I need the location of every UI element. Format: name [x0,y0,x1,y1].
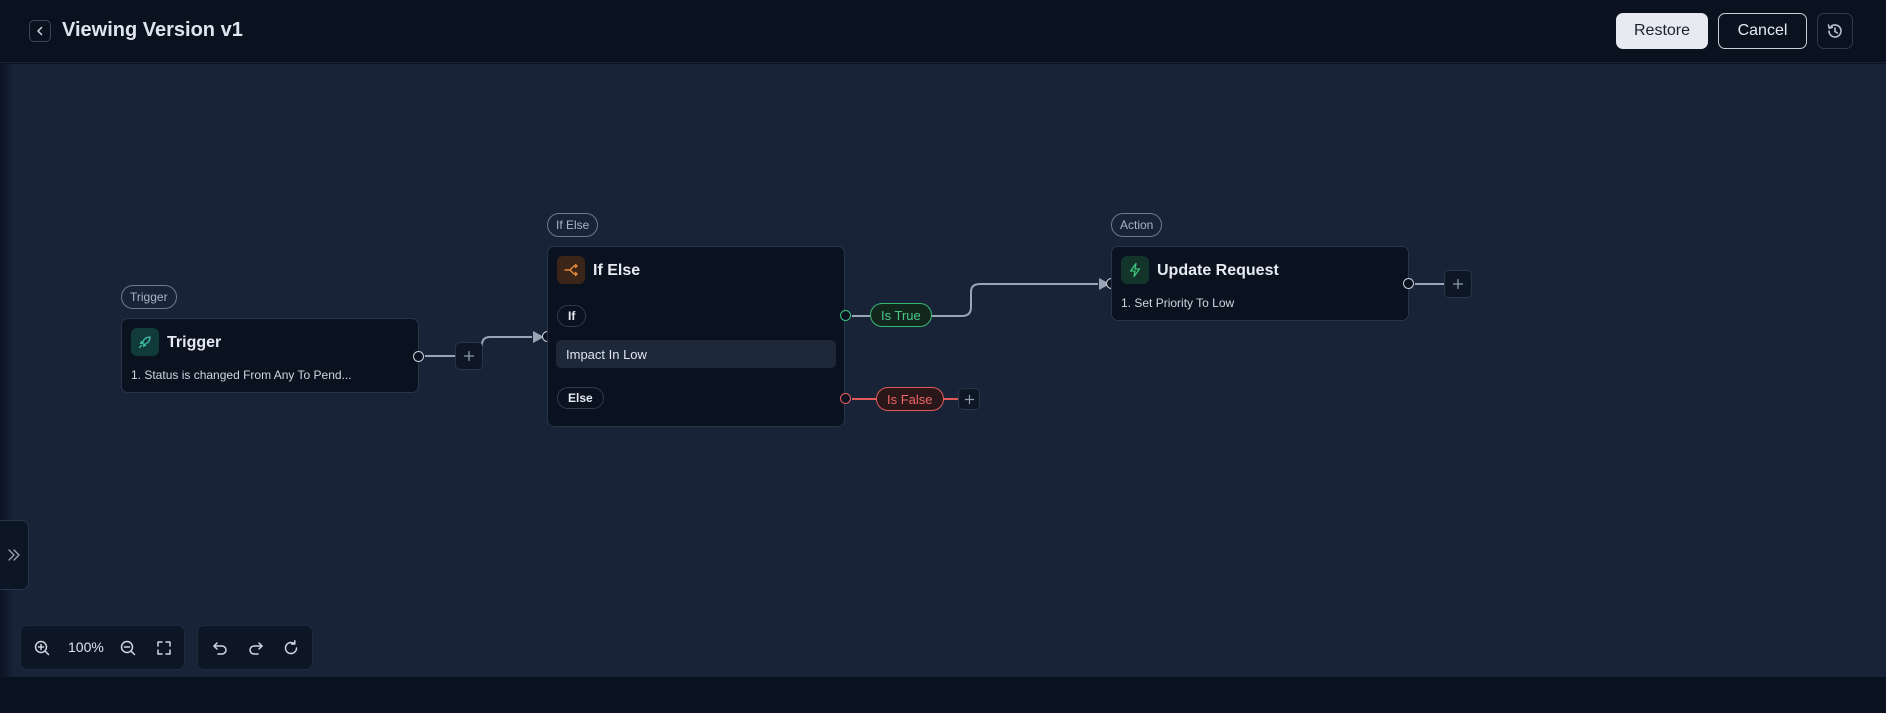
cancel-button[interactable]: Cancel [1718,13,1807,49]
bottom-bar [0,677,1886,713]
zoom-out-button[interactable] [117,637,139,659]
reset-icon [284,640,298,655]
zoom-toolbar: 100% [20,625,185,670]
if-else-node-icon [557,256,585,284]
action-node-icon [1121,256,1149,284]
add-after-action-button[interactable] [1444,270,1472,298]
zoom-in-icon [34,640,50,656]
trigger-type-label: Trigger [121,285,177,309]
if-false-output-handle[interactable] [840,393,851,404]
lightning-icon [1129,262,1141,278]
version-history-button[interactable] [1817,13,1853,49]
trigger-node-detail: 1. Status is changed From Any To Pend... [131,368,352,382]
if-else-node[interactable]: If Else If Else [547,246,845,427]
undo-icon [213,642,227,655]
trigger-output-handle[interactable] [413,351,424,362]
if-else-type-label: If Else [547,213,599,237]
fit-screen-icon [157,641,171,655]
plus-icon [964,394,974,404]
if-true-output-handle[interactable] [840,310,851,321]
update-request-node[interactable]: Update Request 1. Set Priority To Low [1111,246,1409,321]
add-on-false-button[interactable] [958,388,980,410]
branch-icon [564,263,578,277]
zoom-level: 100% [68,639,104,655]
is-false-branch-label: Is False [876,387,944,411]
redo-icon [249,642,263,655]
if-condition: Impact In Low [556,340,836,368]
trigger-node-title: Trigger [167,334,222,351]
trigger-node-icon [131,328,159,356]
back-button[interactable] [29,20,51,42]
undo-button[interactable] [209,637,231,659]
history-toolbar [197,625,313,670]
fit-screen-button[interactable] [153,637,175,659]
else-label-pill: Else [557,387,604,409]
zoom-out-icon [120,640,136,656]
zoom-in-button[interactable] [31,637,53,659]
action-type-label: Action [1111,213,1163,237]
plus-icon [463,350,475,362]
add-after-trigger-button[interactable] [455,342,483,370]
if-label-pill: If [557,305,587,327]
redo-button[interactable] [245,637,267,659]
double-chevron-right-icon [8,549,20,561]
history-icon [1827,24,1842,38]
top-header: Viewing Version v1 Restore Cancel [0,0,1886,63]
action-node-title: Update Request [1157,262,1279,279]
action-node-detail: 1. Set Priority To Low [1121,296,1235,310]
trigger-node[interactable]: Trigger 1. Status is changed From Any To… [121,318,419,393]
chevron-left-icon [37,26,43,36]
action-output-handle[interactable] [1403,278,1414,289]
rocket-icon [138,336,151,349]
reset-button[interactable] [280,637,302,659]
is-true-branch-label: Is True [870,303,932,327]
if-else-node-title: If Else [593,262,641,279]
page-title: Viewing Version v1 [62,19,243,41]
side-panel-toggle[interactable] [0,520,29,590]
plus-icon [1452,278,1464,290]
restore-button[interactable]: Restore [1616,13,1708,49]
